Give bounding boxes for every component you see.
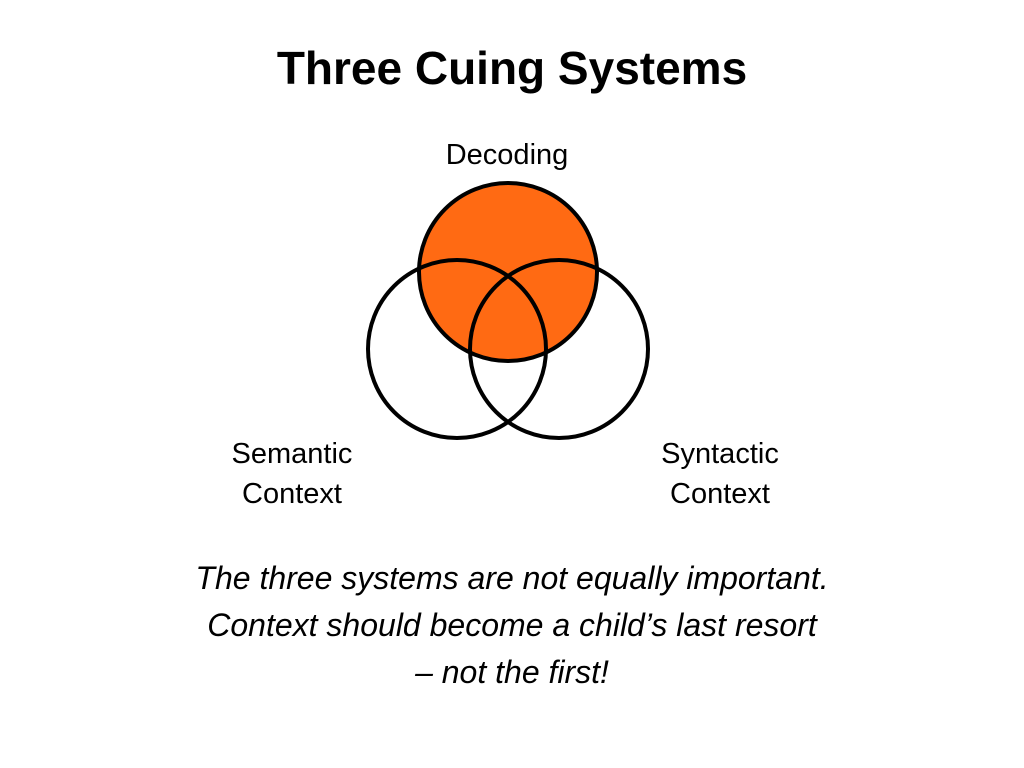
semantic-context-label: Semantic Context (192, 434, 392, 514)
syntactic-context-circle (468, 258, 650, 440)
caption-line-3: – not the first! (415, 654, 609, 690)
syntactic-label-line-1: Syntactic (661, 438, 779, 470)
slide-title: Three Cuing Systems (276, 42, 748, 94)
caption: The three systems are not equally import… (0, 555, 1024, 696)
syntactic-context-label: Syntactic Context (620, 434, 820, 514)
decoding-label-text: Decoding (445, 139, 569, 171)
caption-line-1: The three systems are not equally import… (195, 560, 829, 596)
decoding-circle (417, 181, 599, 363)
syntactic-label-line-2: Context (670, 478, 770, 510)
caption-line-2: Context should become a child’s last res… (207, 607, 817, 643)
decoding-label: Decoding (407, 135, 607, 175)
semantic-label-line-2: Context (242, 478, 342, 510)
semantic-context-circle (366, 258, 548, 440)
semantic-label-line-1: Semantic (231, 438, 353, 470)
